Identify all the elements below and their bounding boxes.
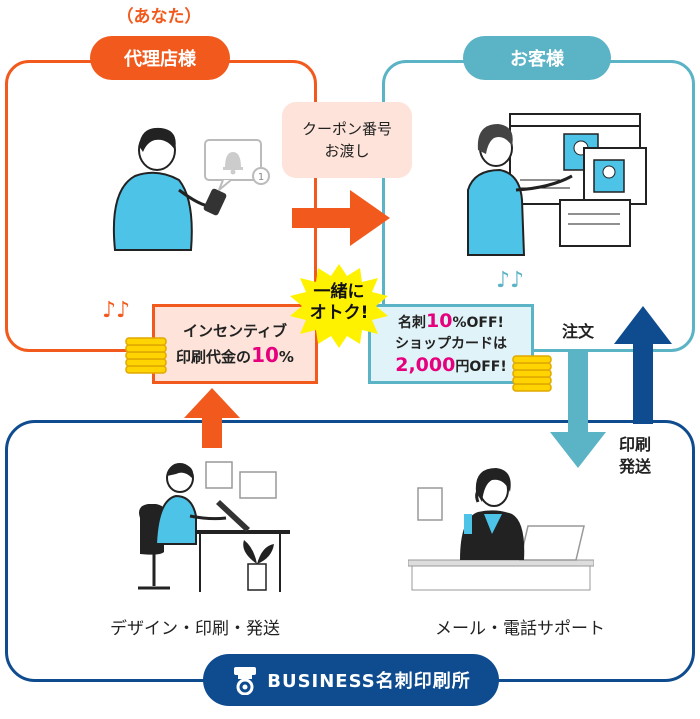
customer-coins-icon <box>512 355 552 392</box>
discount-card-suffix: %OFF! <box>452 314 504 331</box>
together-starburst <box>290 264 388 348</box>
agent-title: 代理店様 <box>90 36 230 80</box>
designer-illustration <box>138 461 290 592</box>
bell-notification-icon: 1 <box>204 139 270 191</box>
incentive-unit: % <box>278 348 294 366</box>
printing-press-icon <box>234 667 257 695</box>
incentive-prefix: 印刷代金の <box>176 348 252 366</box>
design-label: デザイン・印刷・発送 <box>110 619 280 639</box>
svg-text:1: 1 <box>258 172 264 183</box>
discount-line3: 2,000円OFF! <box>395 353 507 378</box>
coupon-bubble: クーポン番号 お渡し <box>282 102 412 178</box>
incentive-line2: 印刷代金の10% <box>176 343 294 369</box>
discount-line2: ショップカードは <box>395 335 507 352</box>
discount-card-number: 10 <box>426 309 453 332</box>
customer-illustration <box>467 113 647 256</box>
business-title-text: BUSINESS名刺印刷所 <box>267 671 471 692</box>
support-illustration <box>408 468 594 591</box>
customer-title: お客様 <box>463 36 611 80</box>
print-ship-label: 印刷 発送 <box>619 434 651 478</box>
coupon-arrow <box>292 190 390 246</box>
discount-line1: 名刺10%OFF! <box>398 309 504 334</box>
order-label: 注文 <box>562 322 595 341</box>
incentive-up-arrow <box>184 388 240 448</box>
support-label: メール・電話サポート <box>435 619 605 639</box>
together-line2: オトク! <box>309 303 369 323</box>
coupon-line1: クーポン番号 <box>301 120 392 138</box>
together-line1: 一緒に <box>313 282 365 302</box>
together-text: 一緒に オトク! <box>286 282 392 324</box>
discount-shop-suffix: 円OFF! <box>455 358 507 375</box>
agent-music-notes: ♪♪ <box>102 298 131 323</box>
incentive-box: インセンティブ 印刷代金の10% <box>152 304 318 384</box>
ship-label: 発送 <box>619 457 652 476</box>
incentive-line1: インセンティブ <box>182 322 288 340</box>
coupon-line2: お渡し <box>324 142 370 160</box>
discount-shop-number: 2,000 <box>395 353 456 376</box>
incentive-number: 10 <box>251 343 279 367</box>
order-down-arrow <box>550 352 606 468</box>
agent-you-label: （あなた） <box>116 7 202 27</box>
discount-box: 名刺10%OFF! ショップカードは 2,000円OFF! <box>368 304 534 384</box>
discount-card-label: 名刺 <box>398 314 427 331</box>
print-ship-up-arrow <box>614 306 672 424</box>
agent-illustration: 1 <box>112 127 270 251</box>
customer-music-notes: ♪♪ <box>496 268 525 293</box>
print-label: 印刷 <box>619 435 652 454</box>
business-title: BUSINESS名刺印刷所 <box>203 654 499 706</box>
agent-coins-icon <box>125 337 167 374</box>
